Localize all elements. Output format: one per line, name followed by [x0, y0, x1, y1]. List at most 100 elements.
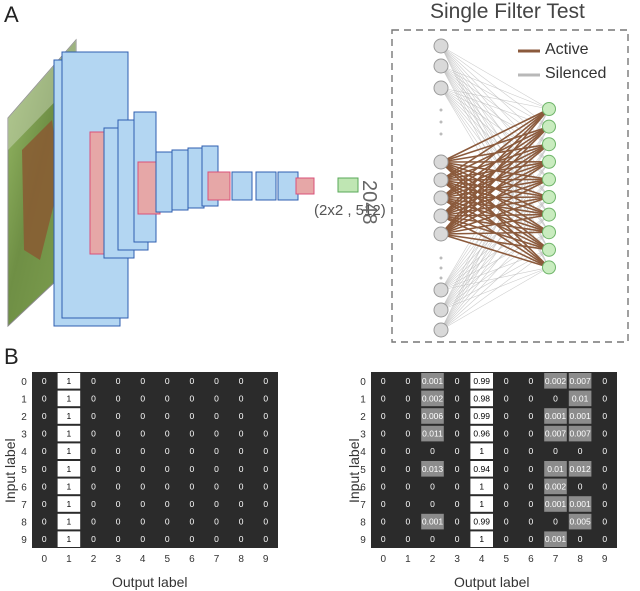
matrix-cell-value: 0: [214, 429, 219, 439]
matrix-cell-value: 0: [602, 481, 607, 491]
output-neuron: [542, 207, 556, 222]
matrix-cell-value: 0: [602, 517, 607, 527]
row-tick-label: 1: [360, 394, 366, 405]
matrix-cell-value: 0: [165, 376, 170, 386]
matrix-cell-value: 0: [529, 517, 534, 527]
matrix-cell-value: 0: [263, 499, 268, 509]
matrix-cell-value: 0: [190, 393, 195, 403]
matrix-cell-value: 0.001: [569, 411, 591, 421]
output-neuron: [542, 172, 556, 187]
matrix-cell-value: 0: [381, 376, 386, 386]
matrix-cell-value: 0: [214, 393, 219, 403]
matrix-cell-value: 0: [42, 393, 47, 403]
input-neuron: [433, 208, 449, 224]
row-tick-label: 0: [360, 377, 366, 388]
matrix-cell: [57, 443, 81, 459]
matrix-cell-value: 0: [91, 534, 96, 544]
matrix-cell-value: 0: [455, 464, 460, 474]
matrix-cell-value: 0: [140, 429, 145, 439]
input-neuron: [433, 282, 449, 298]
matrix-cell-value: 0: [239, 411, 244, 421]
matrix-cell-value: 0.007: [569, 429, 591, 439]
matrix-cell-value: 1: [479, 446, 484, 456]
matrix-cell-value: 0: [455, 534, 460, 544]
matrix-cell-value: 0: [263, 429, 268, 439]
matrix-cell: [568, 425, 592, 442]
row-tick-label: 4: [21, 447, 27, 458]
matrix-cell-value: 0: [430, 534, 435, 544]
row-tick-label: 1: [21, 394, 27, 405]
matrix-cell-value: 0: [140, 499, 145, 509]
matrix-cell: [57, 373, 81, 389]
matrix-cell-value: 0: [602, 534, 607, 544]
matrix-cell-value: 0: [116, 481, 121, 491]
matrix-cell: [421, 373, 444, 389]
ellipsis-dot: [439, 266, 443, 270]
row-tick-label: 5: [360, 465, 366, 476]
matrix-cell-value: 0: [406, 499, 411, 509]
col-tick-label: 3: [115, 554, 121, 565]
output-neuron: [542, 154, 556, 169]
input-neuron: [433, 154, 449, 170]
output-neuron: [542, 137, 556, 152]
row-tick-label: 9: [21, 535, 27, 546]
matrix-cell-value: 0: [165, 411, 170, 421]
matrix-cell-value: 0: [504, 376, 509, 386]
left-matrix-ylabel: Input label: [2, 438, 18, 503]
matrix-cell-value: 0: [504, 499, 509, 509]
matrix-cell: [470, 496, 493, 512]
matrix-cell-value: 0: [504, 464, 509, 474]
matrix-cell-value: 0: [190, 481, 195, 491]
col-tick-label: 6: [528, 554, 534, 565]
matrix-cell-value: 0: [116, 517, 121, 527]
matrix-cell-value: 0: [455, 517, 460, 527]
matrix-cell: [470, 425, 493, 442]
col-tick-label: 2: [91, 554, 97, 565]
col-tick-label: 4: [140, 554, 146, 565]
ellipsis-dot: [439, 276, 443, 280]
row-tick-label: 4: [360, 447, 366, 458]
matrix-cell-value: 1: [67, 534, 72, 544]
col-tick-label: 5: [504, 554, 510, 565]
matrix-cell-value: 0: [529, 499, 534, 509]
network-nodes: [433, 38, 556, 338]
matrix-cell-value: 0: [406, 464, 411, 474]
matrix-cell-value: 0: [381, 411, 386, 421]
matrix-cell-value: 1: [67, 376, 72, 386]
row-tick-label: 7: [360, 500, 366, 511]
matrix-cell-value: 0: [406, 411, 411, 421]
matrix-cell-value: 0: [42, 481, 47, 491]
matrix-cell-value: 0: [504, 411, 509, 421]
matrix-cell-value: 1: [67, 393, 72, 403]
matrix-cell-value: 0: [42, 534, 47, 544]
matrix-cell-value: 0: [406, 376, 411, 386]
matrix-cell: [57, 531, 81, 547]
matrix-cell-value: 0: [529, 446, 534, 456]
matrix-cell-value: 0: [263, 393, 268, 403]
matrix-cell-value: 0: [214, 534, 219, 544]
col-tick-label: 6: [189, 554, 195, 565]
matrix-cell-value: 0: [239, 499, 244, 509]
right-matrix-xlabel: Output label: [454, 574, 530, 590]
matrix-cell-value: 0: [455, 411, 460, 421]
matrix-cell-value: 0: [42, 429, 47, 439]
matrix-cell-value: 0: [381, 534, 386, 544]
col-tick-label: 4: [479, 554, 485, 565]
matrix-cell-value: 0.94: [473, 464, 490, 474]
col-tick-label: 0: [42, 554, 48, 565]
matrix-cell-value: 0: [381, 481, 386, 491]
matrix-cell: [421, 390, 444, 407]
panel-b-letter: B: [4, 344, 19, 369]
matrix-cell: [544, 461, 567, 477]
matrix-cell: [544, 478, 567, 495]
matrix-cell-value: 0: [455, 499, 460, 509]
matrix-cell-value: 0: [214, 464, 219, 474]
matrix-cell-value: 0: [116, 376, 121, 386]
matrix-cell: [470, 373, 493, 389]
matrix-cell-value: 1: [67, 499, 72, 509]
matrix-cell-value: 0: [406, 429, 411, 439]
matrix-cell-value: 0: [263, 464, 268, 474]
matrix-cell-value: 0: [553, 517, 558, 527]
matrix-cell-value: 0: [190, 499, 195, 509]
input-neuron: [433, 38, 449, 54]
